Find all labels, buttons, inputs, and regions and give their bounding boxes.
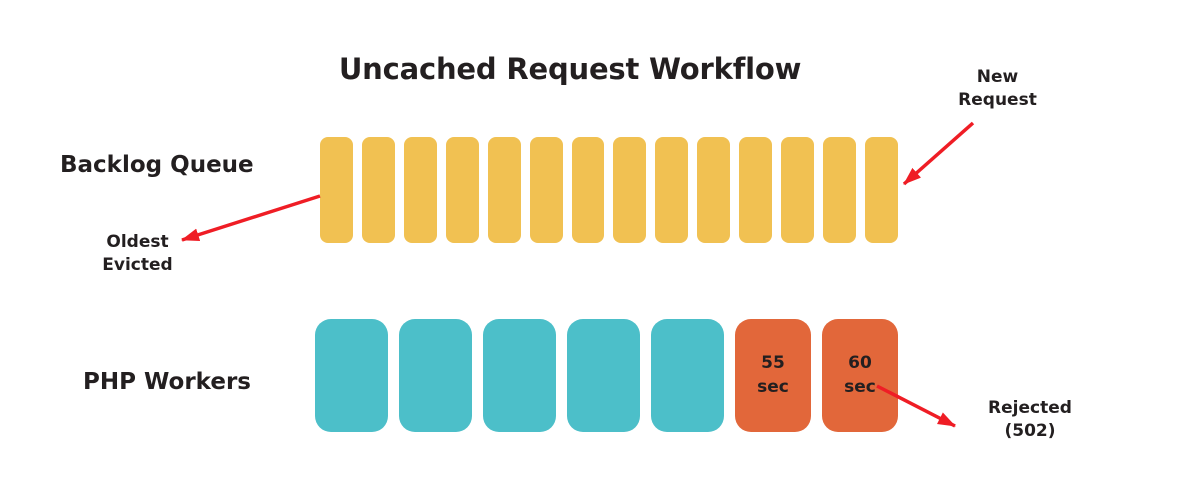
worker-box [567,319,640,432]
oldest-evicted-label: Oldest Evicted [102,232,173,276]
new-request-arrow [902,121,975,186]
queue-slot [403,137,437,243]
worker-box [399,319,472,432]
queue-slot [320,137,353,243]
worker-box [315,319,388,432]
queue-slot [655,137,689,243]
queue-slot [613,137,647,243]
queue-slot [823,137,856,243]
queue-slot [361,137,395,243]
queue-slot [864,137,898,243]
worker-box: 60 sec [822,319,898,432]
worker-box [483,319,556,432]
php-workers-label: PHP Workers [83,369,251,395]
queue-slot [445,137,479,243]
queue-slot [529,137,563,243]
oldest-evicted-arrow [181,194,321,242]
worker-time-label: 60 sec [844,353,876,397]
backlog-queue-label: Backlog Queue [60,152,254,178]
worker-box: 55 sec [735,319,811,432]
backlog-queue [320,137,898,243]
worker-box [651,319,724,432]
queue-slot [571,137,605,243]
queue-slot [781,137,815,243]
rejected-label: Rejected (502) [988,398,1072,442]
php-workers-row: 55 sec 60 sec [315,319,898,432]
worker-time-label: 55 sec [757,353,789,397]
diagram-title: Uncached Request Workflow [338,52,802,86]
queue-slot [487,137,521,243]
queue-slot [739,137,773,243]
new-request-label: New Request [958,67,1037,111]
queue-slot [697,137,731,243]
